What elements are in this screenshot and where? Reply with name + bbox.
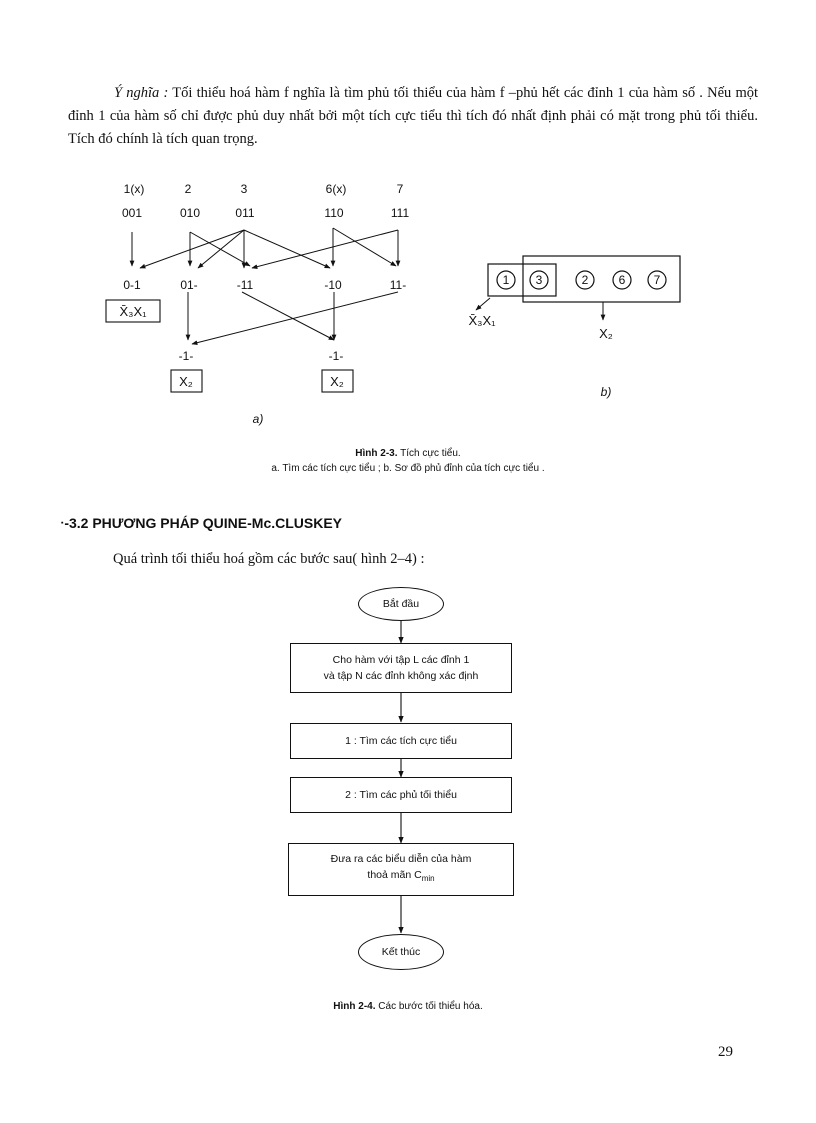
vertex-label: 7 xyxy=(654,273,661,287)
bottom-box-1-label: X₂ xyxy=(179,374,193,389)
top-label: 3 xyxy=(241,182,248,196)
cover-box-left xyxy=(487,263,557,297)
vertex-circle xyxy=(496,270,516,290)
top-code: 010 xyxy=(180,206,200,220)
flowchart-connectors xyxy=(398,620,404,934)
bottom-code: -1- xyxy=(179,349,194,363)
flow-step-input: Cho hàm với tập L các đỉnh 1 và tập N cá… xyxy=(290,643,512,693)
fig-a-arrows xyxy=(129,227,401,346)
flow-end: Kết thúc xyxy=(358,934,444,970)
top-label: 6(x) xyxy=(326,182,347,196)
flow-step-3-line2: thoả mãn C xyxy=(367,869,422,882)
figure-2-3: 1(x) 2 3 6(x) 7 001 010 011 110 111 0-1 … xyxy=(105,182,681,426)
vertex-label: 2 xyxy=(582,273,589,287)
fig-b-label-right: X₂ xyxy=(599,326,613,341)
flow-step-input-line2: và tập N các đỉnh không xác định xyxy=(323,670,479,682)
top-code: 110 xyxy=(324,206,343,220)
mid-box-label: X̄₃X₁ xyxy=(119,304,147,319)
top-label: 2 xyxy=(185,182,192,196)
cover-box-right xyxy=(522,255,681,303)
mid-box xyxy=(105,299,161,323)
intro-text: Quá trình tối thiểu hoá gồm các bước sau… xyxy=(113,551,425,567)
meaning-text: Tối thiểu hoá hàm f nghĩa là tìm phủ tối… xyxy=(68,85,758,147)
flow-step-3: Đưa ra các biểu diễn của hàm thoả mãn Cm… xyxy=(288,843,514,896)
flow-step-2: 2 : Tìm các phủ tối thiểu xyxy=(290,777,512,813)
caption-2-3-line2: a. Tìm các tích cực tiểu ; b. Sơ đồ phủ … xyxy=(271,463,545,474)
flow-start: Bắt đầu xyxy=(358,587,444,621)
mid-code: -10 xyxy=(324,278,342,292)
caption-2-4: Hình 2-4. Các bước tối thiểu hóa. xyxy=(0,1001,816,1012)
vertex-label: 1 xyxy=(503,273,510,287)
mid-code: 11- xyxy=(390,278,406,292)
caption-2-4-title: Các bước tối thiểu hóa. xyxy=(378,1001,483,1012)
bottom-box-2-label: X₂ xyxy=(330,374,344,389)
fig-a-bottom-codes: -1- -1- xyxy=(179,349,344,363)
meaning-label: Ý nghĩa : xyxy=(114,85,169,101)
top-code: 111 xyxy=(391,206,410,220)
flow-step-3-line1: Đưa ra các biểu diễn của hàm xyxy=(330,853,472,866)
panel-a-label: a) xyxy=(253,412,264,426)
vertex-label: 3 xyxy=(536,273,543,287)
flow-step-input-line1: Cho hàm với tập L các đỉnh 1 xyxy=(332,654,470,666)
bottom-box-2 xyxy=(321,369,354,393)
vertex-label: 6 xyxy=(619,273,626,287)
fig-b-label-left: X̄₃X₁ xyxy=(468,313,496,328)
fig-a-mid-codes: 0-1 01- -11 -10 11- xyxy=(123,278,406,292)
fig-b-circle-labels: 1 3 2 6 7 xyxy=(503,273,661,287)
top-code: 011 xyxy=(235,206,254,220)
fig-a-top-labels: 1(x) 2 3 6(x) 7 xyxy=(124,182,404,196)
flow-step-3-sub: min xyxy=(421,874,435,884)
flow-step-1: 1 : Tìm các tích cực tiểu xyxy=(290,723,512,759)
top-label: 7 xyxy=(397,182,404,196)
caption-2-4-prefix: Hình 2-4. xyxy=(333,1001,376,1012)
bottom-box-1 xyxy=(170,369,203,393)
vertex-circle xyxy=(529,270,549,290)
vertex-circle xyxy=(612,270,632,290)
vertex-circle xyxy=(647,270,667,290)
vertex-circle xyxy=(575,270,595,290)
top-label: 1(x) xyxy=(124,182,145,196)
mid-code: 01- xyxy=(180,278,197,292)
fig-b-circles xyxy=(496,270,667,290)
fig-a-top-codes: 001 010 011 110 111 xyxy=(122,206,409,220)
mid-code: -11 xyxy=(237,278,254,292)
meaning-paragraph: Ý nghĩa : Tối thiểu hoá hàm f nghĩa là t… xyxy=(68,82,758,151)
caption-2-3-title: Tích cực tiểu. xyxy=(400,448,461,459)
caption-2-3-prefix: Hình 2-3. xyxy=(355,448,398,459)
mid-code: 0-1 xyxy=(123,278,141,292)
bottom-code: -1- xyxy=(329,349,344,363)
section-heading: ᐧ-3.2 PHƯƠNG PHÁP QUINE-Mc.CLUSKEY xyxy=(60,515,343,531)
top-code: 001 xyxy=(122,206,142,220)
panel-b-label: b) xyxy=(601,385,612,399)
page-number: 29 xyxy=(718,1044,733,1060)
caption-2-3: Hình 2-3. Tích cực tiểu. xyxy=(0,448,816,459)
